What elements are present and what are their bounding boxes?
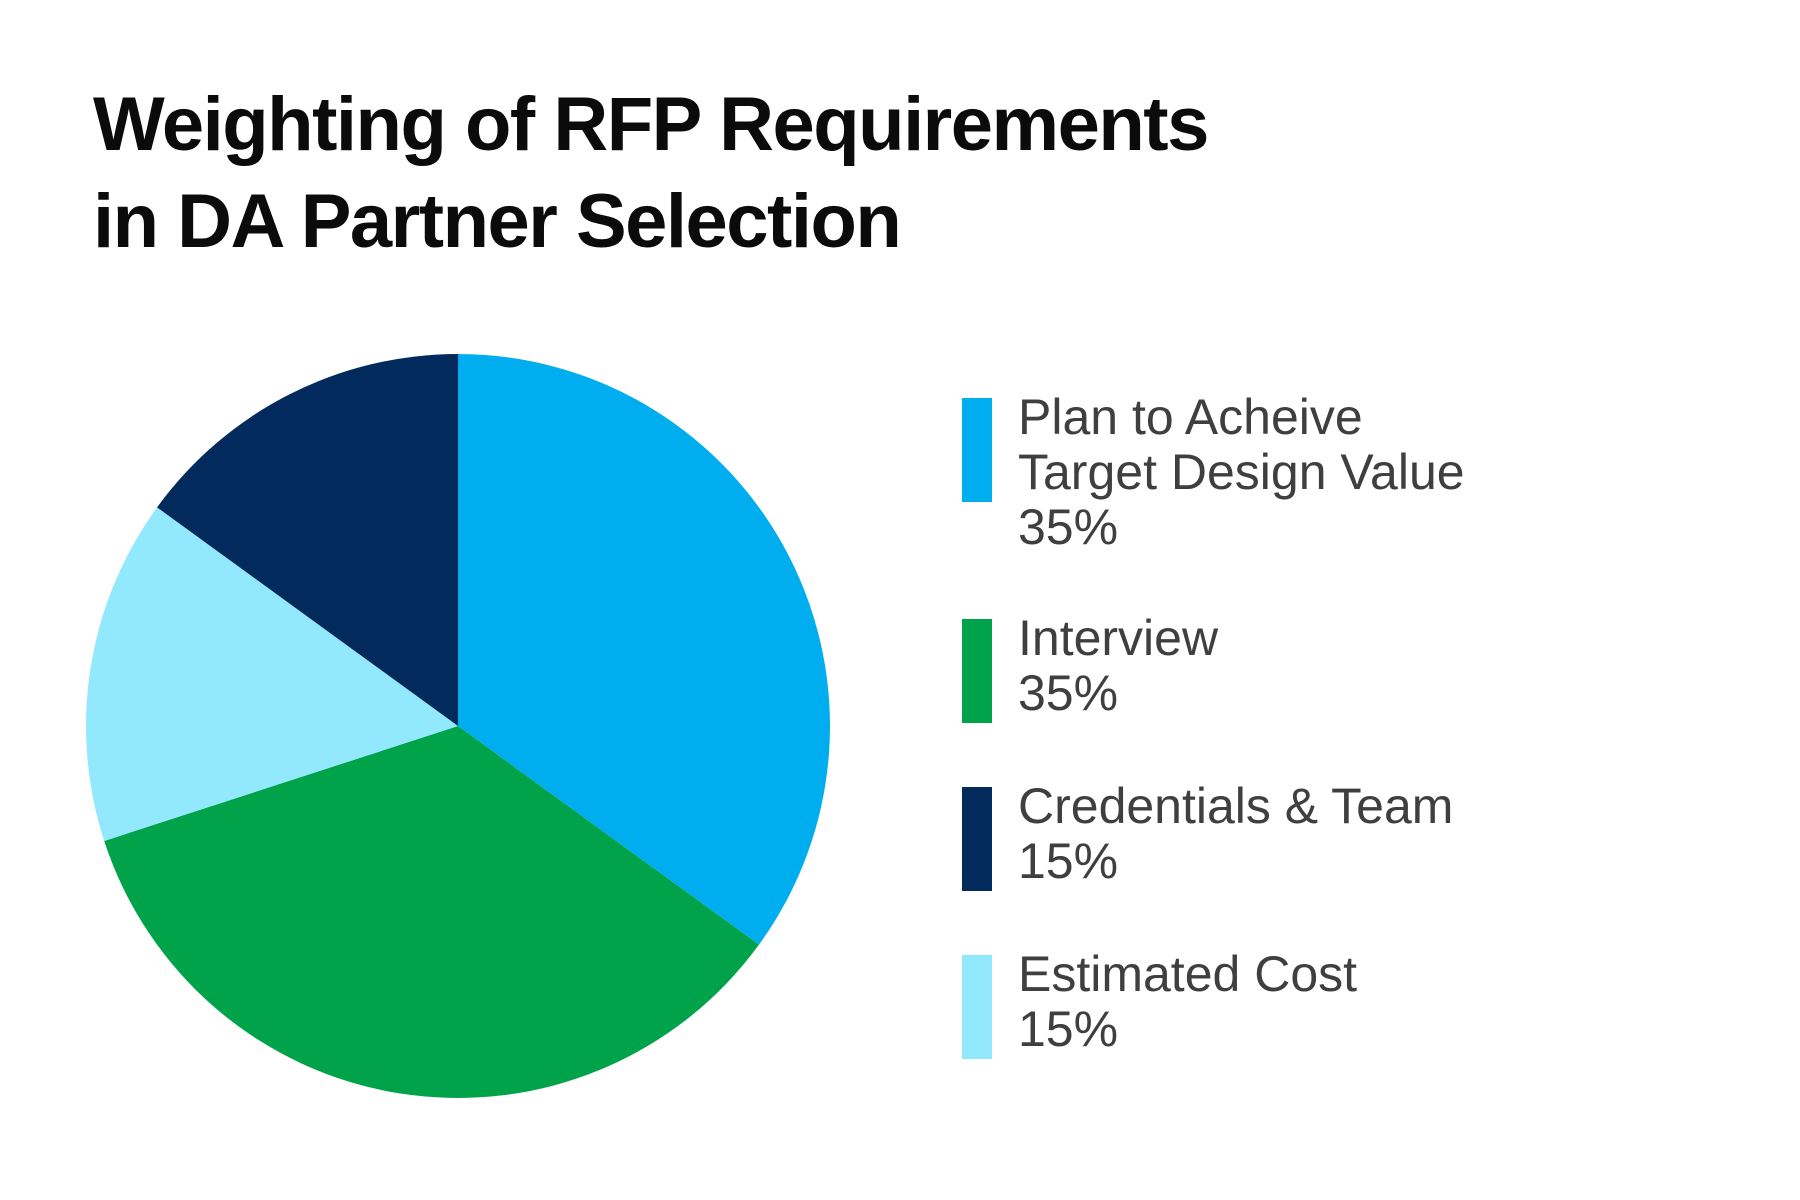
pie-slice-estimated-cost — [86, 507, 458, 841]
chart-title-line-1: Weighting of RFP Requirements — [93, 82, 1209, 167]
legend-swatch-cost — [962, 955, 992, 1059]
legend-label-line: Plan to Acheive — [1018, 389, 1363, 445]
pie-slice-plan-to-acheive-target-design-value — [458, 354, 830, 945]
chart-title-line-2: in DA Partner Selection — [93, 179, 902, 264]
pie-slice-interview — [104, 726, 759, 1098]
legend-label-line: Estimated Cost — [1018, 946, 1358, 1002]
legend-percentage: 35% — [1018, 499, 1119, 555]
pie-slice-credentials-team — [157, 354, 459, 726]
chart-title: Weighting of RFP Requirements in DA Part… — [93, 76, 1209, 270]
legend-percentage: 15% — [1018, 833, 1119, 889]
legend-swatch-plan — [962, 398, 992, 502]
legend-label-line: Credentials & Team — [1018, 778, 1454, 834]
legend-percentage: 35% — [1018, 665, 1119, 721]
legend-swatch-interview — [962, 619, 992, 723]
legend-label-line: Interview — [1018, 610, 1219, 666]
legend-percentage: 15% — [1018, 1001, 1119, 1057]
legend-swatch-credentials — [962, 787, 992, 891]
legend-label-line: Target Design Value — [1018, 444, 1465, 500]
